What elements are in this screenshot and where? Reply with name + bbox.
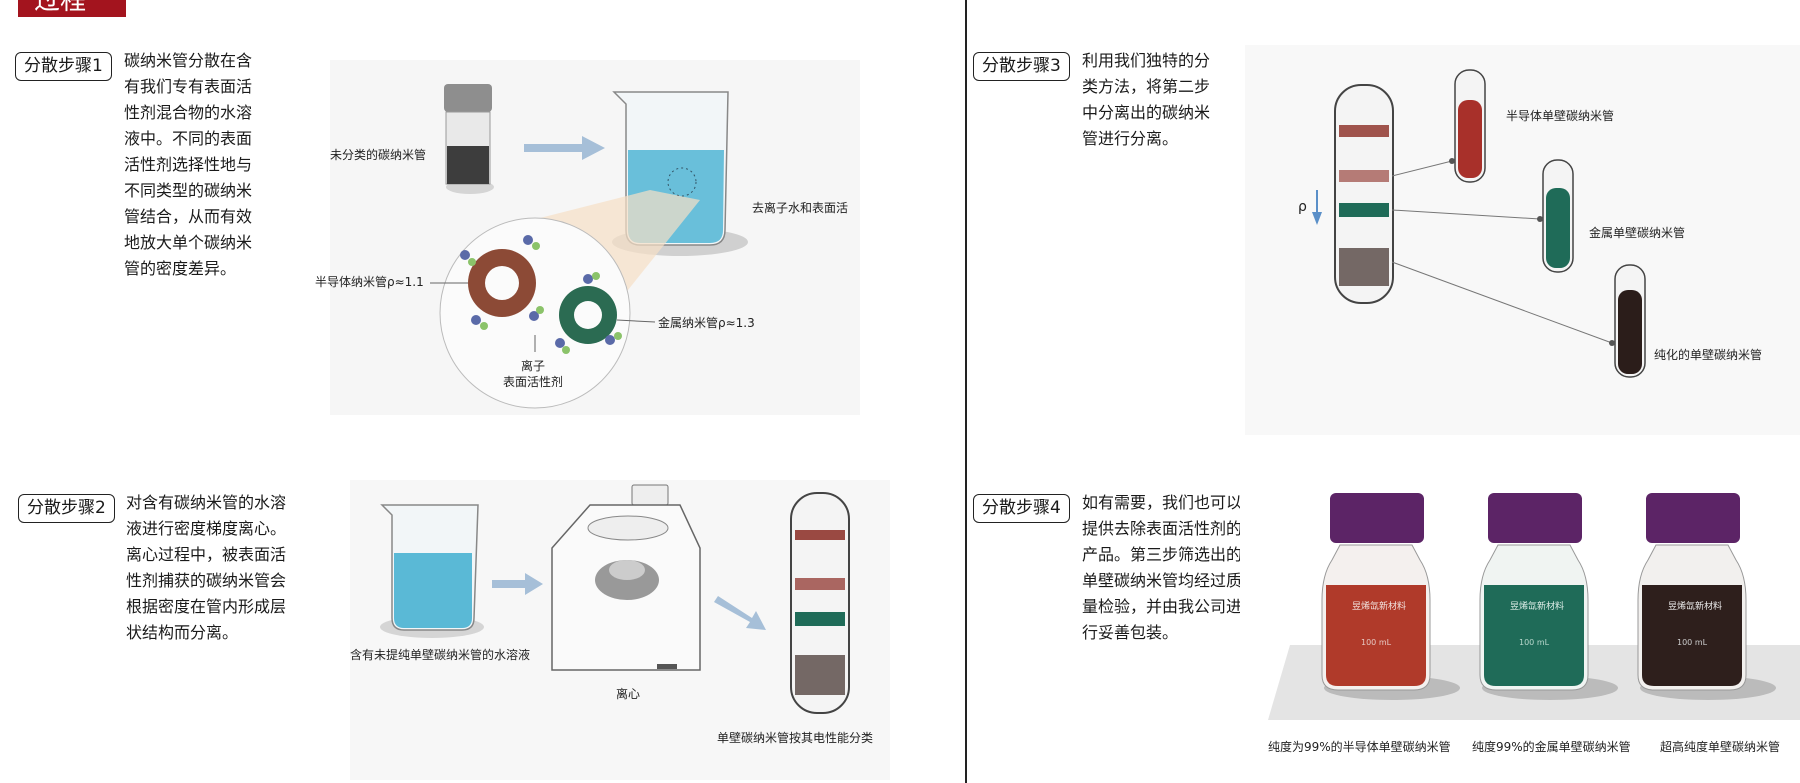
label-unsorted-cnt: 未分类的碳纳米管 — [330, 148, 427, 162]
product-bottle-semi — [1321, 493, 1460, 700]
caption-metal-99: 纯度99%的金属单壁碳纳米管 — [1472, 740, 1631, 754]
step3-label: 分散步骤3 — [973, 52, 1070, 81]
sorted-centrifuge-tube — [790, 492, 850, 714]
bottle2-volume: 100 mL — [1519, 638, 1550, 647]
label-metallic-nanotube: 金属纳米管ρ≈1.3 — [658, 316, 755, 330]
caption-ultra-pure: 超高纯度单壁碳纳米管 — [1660, 740, 1781, 754]
page-title: 过程 — [34, 0, 87, 16]
bottle1-volume: 100 mL — [1361, 638, 1392, 647]
label-metal-swcnt: 金属单壁碳纳米管 — [1589, 226, 1686, 240]
separation-tube — [1334, 84, 1394, 304]
label-centrifuge: 离心 — [616, 687, 641, 701]
label-deionized-water: 去离子水和表面活 — [752, 201, 849, 215]
semi-vial — [1454, 69, 1486, 183]
figure2-arrow2 — [714, 596, 766, 630]
step1-label: 分散步骤1 — [15, 52, 112, 81]
figure1-arrow — [524, 136, 605, 160]
step2-label: 分散步骤2 — [18, 494, 115, 523]
step2-text: 对含有碳纳米管的水溶 液进行密度梯度离心。 离心过程中，被表面活 性剂捕获的碳纳… — [126, 493, 287, 642]
center-divider — [965, 0, 967, 783]
semiconducting-tube-cross-section — [468, 249, 536, 317]
step3-text: 利用我们独特的分 类方法，将第二步 中分离出的碳纳米 管进行分离。 — [1082, 51, 1211, 148]
label-sorted-by-electronic-type: 单壁碳纳米管按其电性能分类 — [717, 731, 874, 745]
step4-label: 分散步骤4 — [973, 494, 1070, 523]
step1-text: 碳纳米管分散在含 有我们专有表面活 性剂混合物的水溶 液中。不同的表面 活性剂选… — [124, 51, 253, 278]
label-density-rho: ρ — [1298, 199, 1307, 215]
bottle2-brand: 昱烯氙新材料 — [1510, 602, 1565, 612]
product-bottle-pure — [1637, 493, 1776, 700]
unsorted-cnt-vial — [444, 84, 494, 194]
caption-semi-99: 纯度为99%的半导体单壁碳纳米管 — [1268, 740, 1451, 754]
label-semiconducting-nanotube: 半导体纳米管ρ≈1.1 — [315, 275, 424, 289]
label-ion-surfactant: 离子 表面活性剂 — [502, 359, 563, 389]
product-bottle-metal — [1479, 493, 1618, 700]
bottle1-brand: 昱烯氙新材料 — [1352, 602, 1407, 612]
bottle3-brand: 昱烯氙新材料 — [1668, 602, 1723, 612]
label-purified-swcnt: 纯化的单壁碳纳米管 — [1654, 348, 1763, 362]
label-unpurified-solution: 含有未提纯单壁碳纳米管的水溶液 — [350, 648, 531, 662]
unpurified-beaker — [380, 504, 484, 638]
bottle3-volume: 100 mL — [1677, 638, 1708, 647]
step4-text: 如有需要，我们也可以 提供去除表面活性剂的 产品。第三步筛选出的 单壁碳纳米管均… — [1082, 493, 1243, 642]
metallic-tube-cross-section — [559, 286, 617, 344]
centrifuge — [551, 484, 701, 671]
page-title-tab: 过程 — [18, 0, 126, 17]
pure-vial — [1614, 264, 1646, 378]
figure2-arrow1 — [492, 573, 543, 595]
metal-vial — [1542, 159, 1574, 273]
label-semi-swcnt: 半导体单壁碳纳米管 — [1506, 109, 1615, 123]
